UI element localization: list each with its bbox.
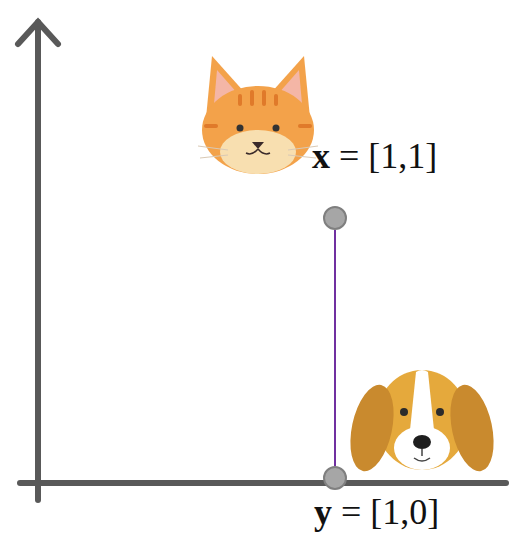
y-axis [35, 22, 41, 500]
point-dot: y = [1,0] [323, 466, 347, 490]
distance-line [334, 230, 336, 466]
x-axis [20, 480, 506, 486]
axes [18, 22, 506, 500]
point-dot: x = [1,1] [323, 206, 347, 230]
cat-icon [198, 56, 318, 174]
axis-arrowhead [18, 22, 58, 44]
point-label: y = [1,0] [314, 494, 439, 530]
dog-icon [343, 370, 500, 475]
point-label: x = [1,1] [312, 138, 437, 174]
